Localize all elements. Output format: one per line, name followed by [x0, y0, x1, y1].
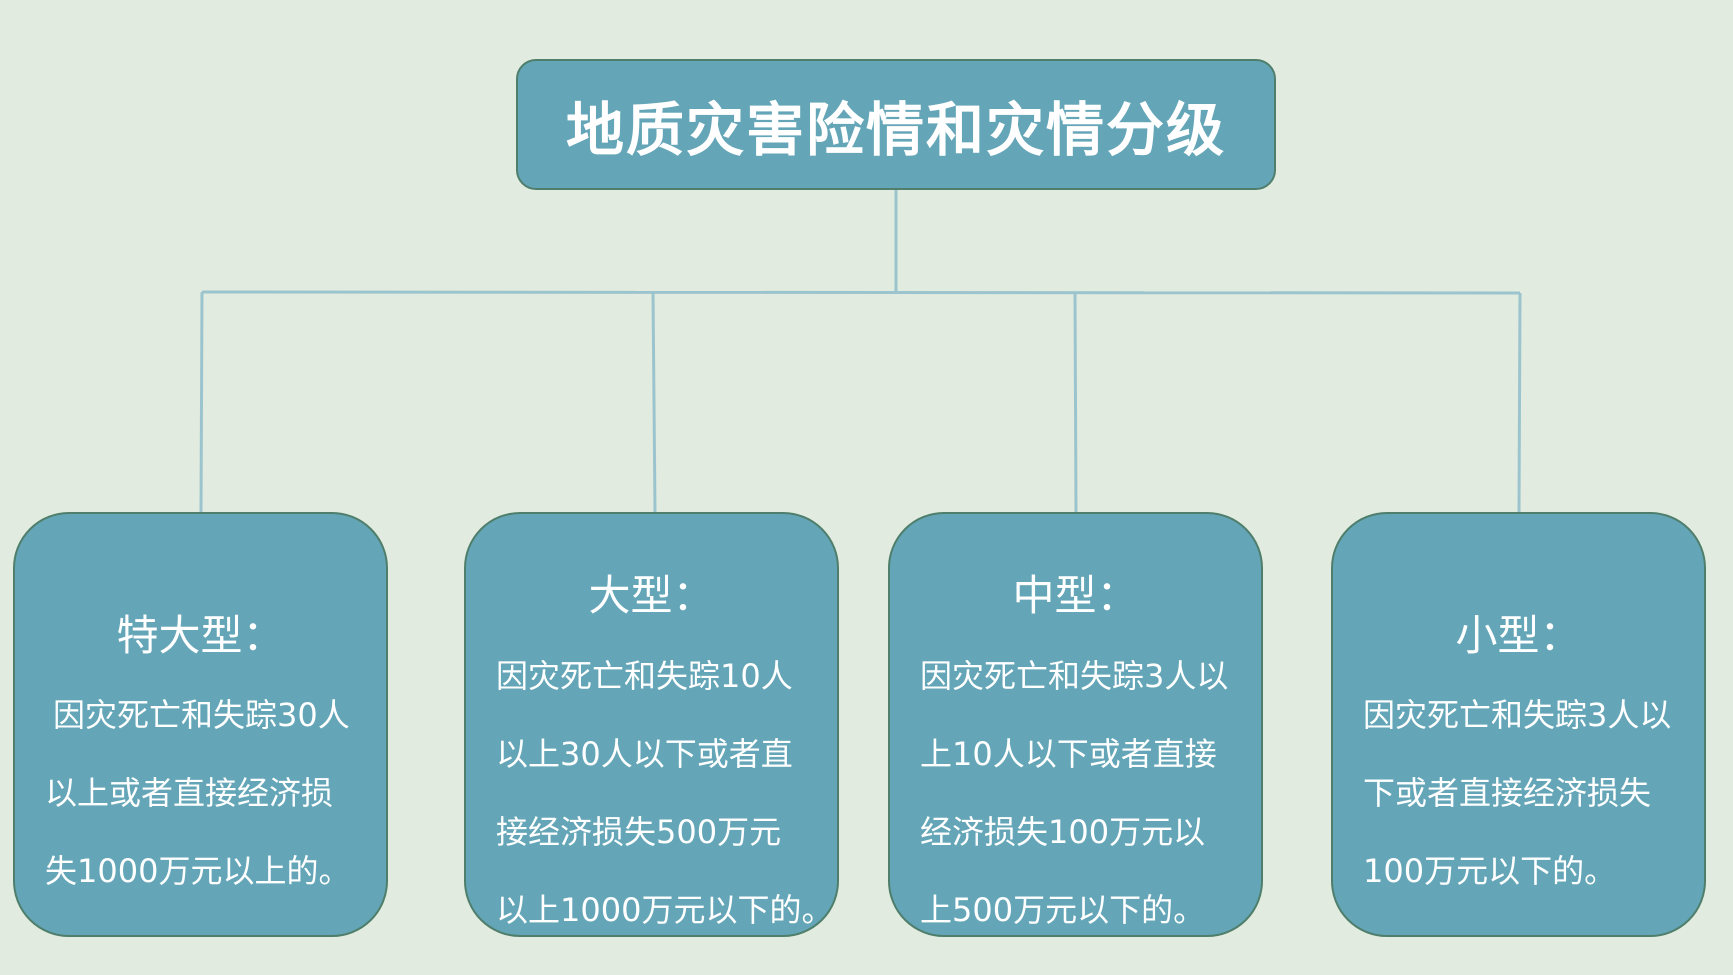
connector-drop-4 — [1517, 292, 1522, 513]
level-card-medium: 中型： 因灾死亡和失踪3人以 上10人以下或者直接 经济损失100万元以 上50… — [888, 512, 1263, 937]
level-heading: 中型： — [1012, 571, 1139, 620]
level-card-extra-large: 特大型： 因灾死亡和失踪30人 以上或者直接经济损 失1000万元以上的。 — [13, 512, 388, 937]
connector-drop-2 — [651, 291, 657, 513]
level-heading: 大型： — [588, 571, 715, 620]
connector-drop-1 — [199, 291, 204, 513]
title-box: 地质灾害险情和灾情分级 — [516, 59, 1276, 190]
level-heading: 特大型： — [116, 611, 285, 660]
level-card-large: 大型： 因灾死亡和失踪10人 以上30人以下或者直 接经济损失500万元 以上1… — [464, 512, 839, 937]
level-heading: 小型： — [1455, 611, 1582, 660]
level-text-line: 接经济损失500万元 — [496, 813, 782, 851]
level-text-line: 因灾死亡和失踪10人 — [496, 657, 793, 695]
level-text-line: 因灾死亡和失踪3人以 — [1363, 696, 1672, 734]
level-text-line: 以上1000万元以下的。 — [496, 891, 834, 929]
connector-bar — [201, 290, 1521, 295]
level-text-line: 上10人以下或者直接 — [920, 735, 1217, 773]
level-card-small: 小型： 因灾死亡和失踪3人以 下或者直接经济损失 100万元以下的。 — [1331, 512, 1706, 937]
level-text-line: 100万元以下的。 — [1363, 852, 1617, 890]
level-text-line: 经济损失100万元以 — [920, 813, 1206, 851]
level-text-line: 因灾死亡和失踪3人以 — [920, 657, 1229, 695]
level-text-line: 失1000万元以上的。 — [45, 852, 351, 890]
level-text-line: 因灾死亡和失踪30人 — [53, 696, 350, 734]
level-text-line: 以上或者直接经济损 — [45, 774, 334, 812]
diagram-title: 地质灾害险情和灾情分级 — [565, 95, 1226, 164]
level-text-line: 下或者直接经济损失 — [1363, 774, 1652, 812]
level-text-line: 上500万元以下的。 — [920, 891, 1206, 929]
connector-drop-3 — [1073, 291, 1078, 513]
level-text-line: 以上30人以下或者直 — [496, 735, 793, 773]
